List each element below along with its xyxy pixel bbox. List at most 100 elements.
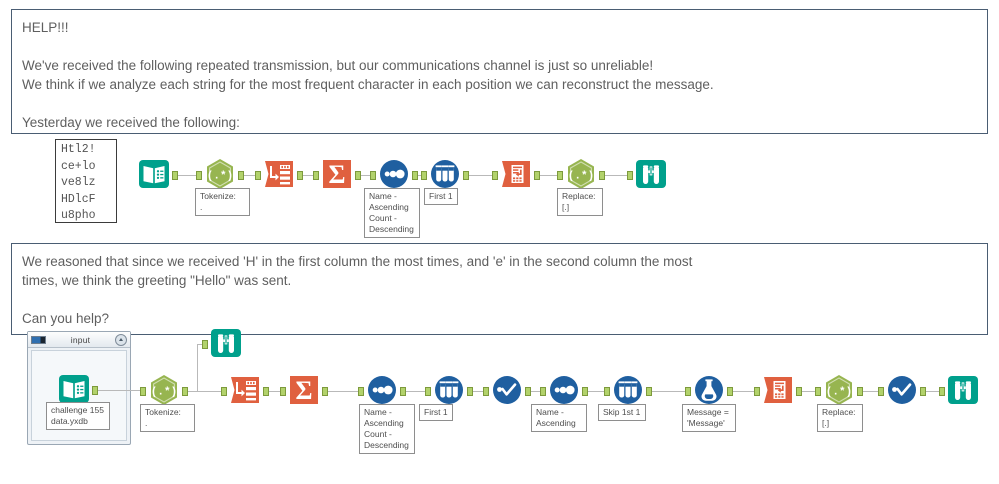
output-port[interactable] bbox=[355, 171, 361, 180]
input-port[interactable] bbox=[140, 387, 146, 396]
tool-browse-branch[interactable] bbox=[209, 326, 243, 360]
tool-annotation-sample-b2: Skip 1st 1 bbox=[598, 404, 646, 421]
tool-transpose-1[interactable] bbox=[262, 157, 296, 191]
collapse-chevron-icon[interactable] bbox=[115, 334, 127, 346]
sort-dots-icon bbox=[377, 157, 411, 191]
input-port[interactable] bbox=[492, 171, 498, 180]
svg-text:(.*): (.*) bbox=[568, 171, 594, 183]
tool-crosstab-b1[interactable] bbox=[761, 373, 795, 407]
tool-sort-1[interactable] bbox=[377, 157, 411, 191]
tool-annotation-regex-1: Tokenize: . bbox=[195, 188, 250, 216]
tool-annotation-sort-b1: Name - Ascending Count - Descending bbox=[359, 404, 415, 454]
input-port[interactable] bbox=[540, 387, 546, 396]
input-port[interactable] bbox=[557, 171, 563, 180]
tool-sample-1[interactable] bbox=[428, 157, 462, 191]
tool-sample-b1[interactable] bbox=[432, 373, 466, 407]
output-port[interactable] bbox=[297, 171, 303, 180]
input-port[interactable] bbox=[221, 387, 227, 396]
input-port[interactable] bbox=[815, 387, 821, 396]
comment-box-help[interactable]: HELP!!! We've received the following rep… bbox=[11, 9, 988, 134]
tool-filter-b2[interactable] bbox=[885, 373, 919, 407]
tool-regex-1[interactable]: (.*) bbox=[203, 157, 237, 191]
svg-text:(.*): (.*) bbox=[151, 387, 177, 399]
svg-text:Σ: Σ bbox=[329, 160, 346, 189]
transpose-icon bbox=[262, 157, 296, 191]
tool-summarize-b1[interactable]: Σ bbox=[287, 373, 321, 407]
sample-tubes-icon bbox=[432, 373, 466, 407]
output-port[interactable] bbox=[92, 386, 98, 395]
output-port[interactable] bbox=[467, 387, 473, 396]
binoculars-icon bbox=[209, 326, 243, 360]
data-sample-text: Htl2! ce+lo ve8lz HDlcF u8pho bbox=[55, 139, 117, 223]
regex-hexagon-icon: (.*) bbox=[564, 157, 598, 191]
tool-input-data-2[interactable] bbox=[57, 372, 91, 406]
input-port[interactable] bbox=[370, 171, 376, 180]
output-port[interactable] bbox=[463, 171, 469, 180]
input-port[interactable] bbox=[604, 387, 610, 396]
connection-wire[interactable] bbox=[197, 344, 198, 391]
input-port[interactable] bbox=[939, 387, 945, 396]
output-port[interactable] bbox=[172, 171, 178, 180]
input-port[interactable] bbox=[425, 387, 431, 396]
tool-sort-b1[interactable] bbox=[365, 373, 399, 407]
svg-text:(.*): (.*) bbox=[826, 387, 852, 399]
output-port[interactable] bbox=[727, 387, 733, 396]
sample-tubes-icon bbox=[611, 373, 645, 407]
tool-summarize-1[interactable]: Σ bbox=[320, 157, 354, 191]
regex-hexagon-icon: (.*) bbox=[203, 157, 237, 191]
output-port[interactable] bbox=[322, 387, 328, 396]
input-port[interactable] bbox=[421, 171, 427, 180]
transpose-icon bbox=[228, 373, 262, 407]
container-header: input bbox=[28, 332, 130, 348]
input-port[interactable] bbox=[627, 171, 633, 180]
crosstab-icon bbox=[761, 373, 795, 407]
tool-browse-1[interactable] bbox=[634, 157, 668, 191]
input-port[interactable] bbox=[196, 171, 202, 180]
output-port[interactable] bbox=[263, 387, 269, 396]
tool-browse-b1[interactable] bbox=[946, 373, 980, 407]
regex-hexagon-icon: (.*) bbox=[147, 373, 181, 407]
input-port[interactable] bbox=[358, 387, 364, 396]
output-port[interactable] bbox=[182, 387, 188, 396]
connection-wire[interactable] bbox=[92, 390, 140, 391]
input-port[interactable] bbox=[754, 387, 760, 396]
input-port[interactable] bbox=[313, 171, 319, 180]
tool-regex-b1[interactable]: (.*) bbox=[147, 373, 181, 407]
svg-text:(.*): (.*) bbox=[207, 171, 233, 183]
output-port[interactable] bbox=[400, 387, 406, 396]
tool-input-data[interactable] bbox=[137, 157, 171, 191]
output-port[interactable] bbox=[599, 171, 605, 180]
comment-box-reasoning[interactable]: We reasoned that since we received 'H' i… bbox=[11, 243, 988, 335]
tool-annotation-regex-b2: Replace: [.] bbox=[817, 404, 863, 432]
output-port[interactable] bbox=[920, 387, 926, 396]
sort-dots-icon bbox=[365, 373, 399, 407]
output-port[interactable] bbox=[857, 387, 863, 396]
output-port[interactable] bbox=[582, 387, 588, 396]
output-port[interactable] bbox=[525, 387, 531, 396]
output-port[interactable] bbox=[796, 387, 802, 396]
check-circle-icon bbox=[490, 373, 524, 407]
book-input-icon bbox=[137, 157, 171, 191]
output-port[interactable] bbox=[534, 171, 540, 180]
tool-regex-b2[interactable]: (.*) bbox=[822, 373, 856, 407]
tool-annotation-sort-1: Name - Ascending Count - Descending bbox=[364, 188, 420, 238]
tool-regex-2[interactable]: (.*) bbox=[564, 157, 598, 191]
tool-transpose-b1[interactable] bbox=[228, 373, 262, 407]
tool-sort-b2[interactable] bbox=[547, 373, 581, 407]
input-port[interactable] bbox=[483, 387, 489, 396]
tool-formula-b1[interactable] bbox=[692, 373, 726, 407]
tool-sample-b2[interactable] bbox=[611, 373, 645, 407]
output-port[interactable] bbox=[646, 387, 652, 396]
tool-filter-b1[interactable] bbox=[490, 373, 524, 407]
container-icon bbox=[31, 336, 46, 344]
input-port[interactable] bbox=[280, 387, 286, 396]
tool-crosstab-1[interactable] bbox=[499, 157, 533, 191]
input-port[interactable] bbox=[685, 387, 691, 396]
output-port[interactable] bbox=[412, 171, 418, 180]
input-port[interactable] bbox=[255, 171, 261, 180]
flask-icon bbox=[692, 373, 726, 407]
input-port[interactable] bbox=[202, 340, 208, 349]
input-port[interactable] bbox=[878, 387, 884, 396]
output-port[interactable] bbox=[238, 171, 244, 180]
